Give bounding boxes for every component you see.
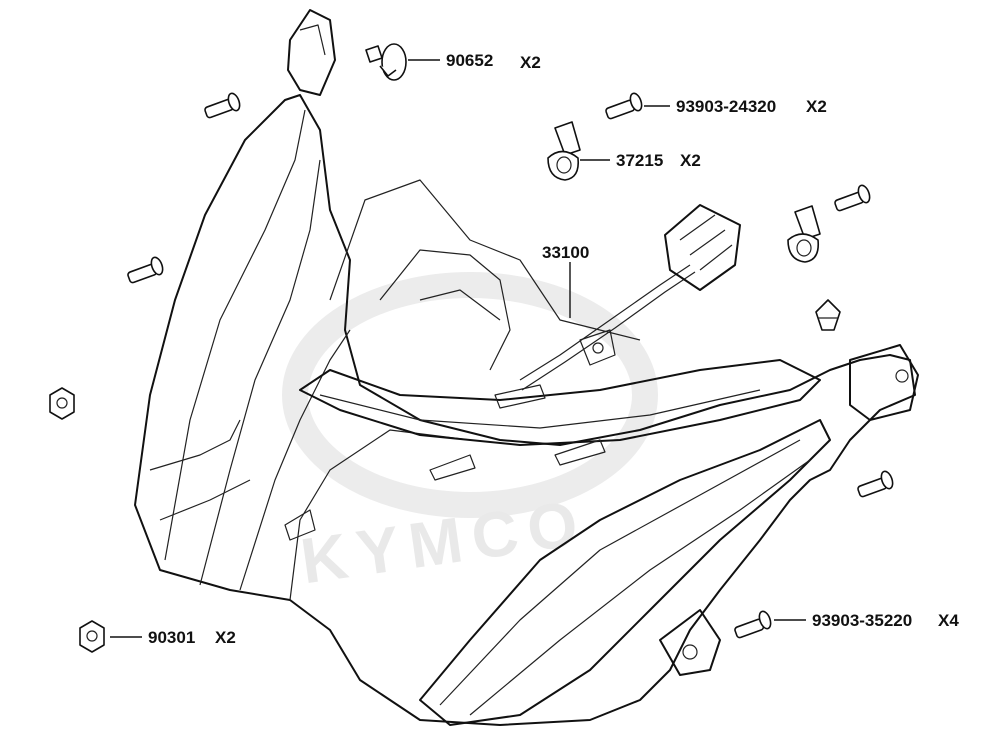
clip-90652 (365, 43, 407, 81)
callout-33100: 33100 (542, 243, 589, 318)
nut-left-upper (49, 387, 75, 420)
callout-90652: 90652 X2 (408, 51, 541, 72)
screw-right-mid (857, 470, 894, 498)
part-number: 37215 (616, 151, 663, 170)
screw-93903-24320 (605, 92, 643, 120)
callout-93903-24320: 93903-24320 X2 (644, 97, 827, 116)
screw-right-upper (834, 184, 871, 212)
screw-top-left (204, 92, 241, 119)
part-number: 93903-35220 (812, 611, 912, 630)
clip-right (815, 299, 841, 331)
bracket-right (787, 205, 821, 263)
front-cover-assembly (134, 9, 919, 726)
callout-93903-35220: 93903-35220 X4 (774, 611, 959, 630)
quantity: X2 (806, 97, 827, 116)
quantity: X2 (215, 628, 236, 647)
part-number: 93903-24320 (676, 97, 776, 116)
callout-37215: 37215 X2 (580, 151, 701, 170)
quantity: X2 (680, 151, 701, 170)
bracket-37215 (547, 121, 581, 181)
quantity: X2 (520, 53, 541, 72)
quantity: X4 (938, 611, 959, 630)
harness-connector (664, 204, 741, 291)
wiring-harness (519, 204, 741, 391)
part-number: 90652 (446, 51, 493, 70)
screw-93903-35220 (734, 610, 772, 639)
part-number: 90301 (148, 628, 195, 647)
screw-left-mid (127, 256, 164, 284)
part-number: 33100 (542, 243, 589, 262)
callout-90301: 90301 X2 (110, 628, 236, 647)
nut-90301 (79, 620, 105, 653)
